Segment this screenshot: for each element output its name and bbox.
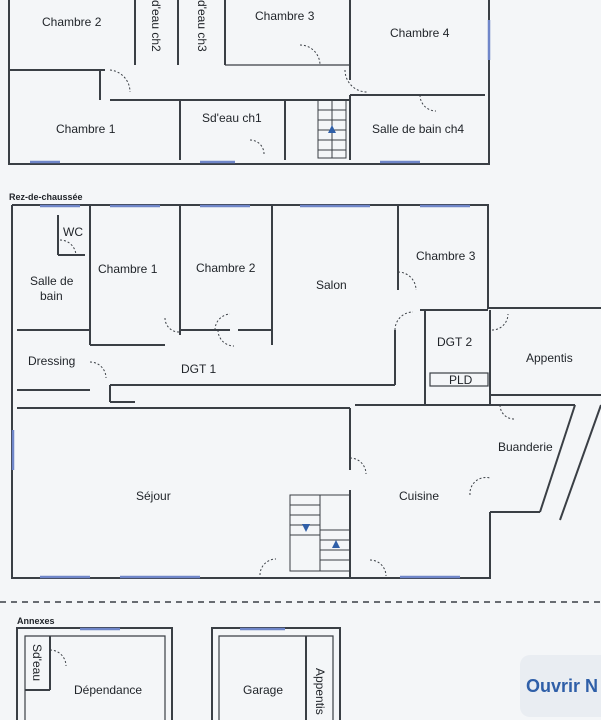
label-salle-de-bain-2: bain [40, 289, 63, 303]
label-chambre3: Chambre 3 [416, 249, 476, 263]
label-annex-sdeau: Sd'eau [30, 644, 44, 681]
label-chambre2: Chambre 2 [196, 261, 256, 275]
upper-stair [317, 99, 347, 159]
label-sejour: Séjour [136, 489, 171, 503]
label-upper-sdeau-ch1: Sd'eau ch1 [202, 111, 262, 125]
section-annexes: Annexes [17, 616, 55, 626]
label-buanderie: Buanderie [498, 440, 553, 454]
label-upper-chambre3: Chambre 3 [255, 9, 315, 23]
label-dgt2: DGT 2 [437, 335, 472, 349]
label-salle-de-bain-1: Salle de [30, 274, 74, 288]
label-garage: Garage [243, 683, 283, 697]
label-upper-chambre1: Chambre 1 [56, 122, 116, 136]
ground-floor: WC Salle de bain Chambre 1 Chambre 2 Sal… [11, 204, 601, 579]
section-ground-floor: Rez-de-chaussée [9, 192, 83, 202]
upper-floor: Chambre 2 d'eau ch2 d'eau ch3 Chambre 3 … [8, 0, 491, 165]
label-pld: PLD [449, 373, 473, 387]
open-button-label: Ouvrir N [526, 675, 599, 696]
label-upper-sdeau-ch3: d'eau ch3 [195, 0, 209, 52]
label-appentis: Appentis [526, 351, 573, 365]
label-chambre1: Chambre 1 [98, 262, 158, 276]
label-upper-chambre4: Chambre 4 [390, 26, 450, 40]
ground-stair [289, 494, 351, 572]
label-dgt1: DGT 1 [181, 362, 216, 376]
label-salon: Salon [316, 278, 347, 292]
upper-floor-outline [8, 0, 490, 165]
label-wc: WC [63, 225, 83, 239]
label-upper-chambre2: Chambre 2 [42, 15, 102, 29]
label-upper-sdb-ch4: Salle de bain ch4 [372, 122, 464, 136]
label-dressing: Dressing [28, 354, 75, 368]
open-button[interactable]: Ouvrir N [520, 655, 601, 717]
label-annex-appentis: Appentis [313, 668, 327, 715]
label-cuisine: Cuisine [399, 489, 439, 503]
label-dependance: Dépendance [74, 683, 142, 697]
label-upper-sdeau-ch2: d'eau ch2 [149, 0, 163, 52]
annexes: Sd'eau Dépendance Garage Appentis [16, 627, 341, 720]
